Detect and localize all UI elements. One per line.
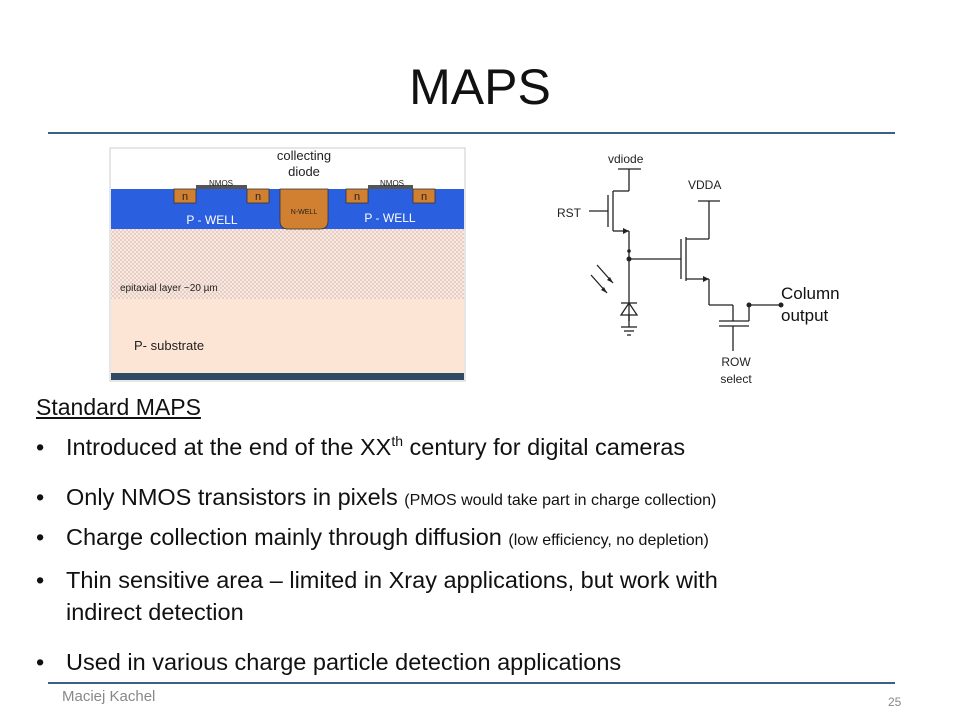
page-number: 25 (888, 695, 902, 709)
bullet-text: Charge collection mainly through diffusi… (66, 524, 509, 550)
n-diffusion (345, 188, 369, 204)
vdiode-label: vdiode (608, 152, 644, 166)
bullet-note: (PMOS would take part in charge collecti… (404, 492, 717, 509)
nmos-label-left: NMOS (209, 179, 233, 188)
substrate-label: P- substrate (134, 338, 204, 353)
bullet-dot: • (36, 434, 45, 460)
n-label: n (421, 191, 427, 203)
collecting-label-2: diode (288, 164, 320, 179)
maps-cross-section-diagram: collecting diode NMOS NMOS n n n n N-WEL… (109, 147, 466, 382)
collecting-label-1: collecting (277, 148, 331, 163)
n-diffusion (246, 188, 270, 204)
column-output-label-2: output (781, 306, 829, 325)
row-select-label-2: select (720, 372, 752, 386)
bullet-text: Thin sensitive area – limited in Xray ap… (66, 567, 718, 593)
title-divider (48, 132, 895, 134)
epitaxial-layer (111, 229, 464, 299)
epitaxial-label: epitaxial layer ~20 µm (120, 283, 218, 294)
bullet-text: Used in various charge particle detectio… (66, 649, 622, 675)
n-label: n (182, 191, 188, 203)
bullet-text: Only NMOS transistors in pixels (66, 484, 405, 510)
bullet-text-continued: century for digital cameras (403, 434, 686, 460)
column-output-label-1: Column (781, 284, 840, 303)
n-well-label: N-WELL (291, 209, 318, 216)
section-heading: Standard MAPS (36, 394, 201, 420)
pixel-circuit-schematic: vdiode VDDA RST Column output ROW select (557, 152, 840, 386)
bullet-dot: • (36, 524, 45, 550)
n-well (279, 188, 329, 230)
slide-title: MAPS (409, 59, 551, 115)
n-diffusion (412, 188, 436, 204)
p-well-label-left: P - WELL (186, 213, 237, 227)
footer-author: Maciej Kachel (62, 688, 156, 705)
n-diffusion (173, 188, 197, 204)
substrate-bottom-contact (111, 373, 464, 380)
nmos-label-right: NMOS (380, 179, 404, 188)
bullet-text: Introduced at the end of the XX (66, 434, 392, 460)
row-select-label-1: ROW (721, 355, 751, 369)
n-label: n (255, 191, 261, 203)
bullet-dot: • (36, 484, 45, 510)
vdda-label: VDDA (688, 178, 721, 192)
p-well-label-right: P - WELL (364, 211, 415, 225)
bullet-note: (low efficiency, no depletion) (508, 532, 709, 549)
substrate-layer (111, 299, 464, 373)
bullet-dot: • (36, 567, 45, 593)
n-label: n (354, 191, 360, 203)
bullet-text-line2: indirect detection (66, 599, 244, 625)
footer-divider (48, 682, 895, 684)
bullet-superscript: th (391, 433, 404, 449)
bullet-dot: • (36, 649, 45, 675)
rst-label: RST (557, 206, 582, 220)
